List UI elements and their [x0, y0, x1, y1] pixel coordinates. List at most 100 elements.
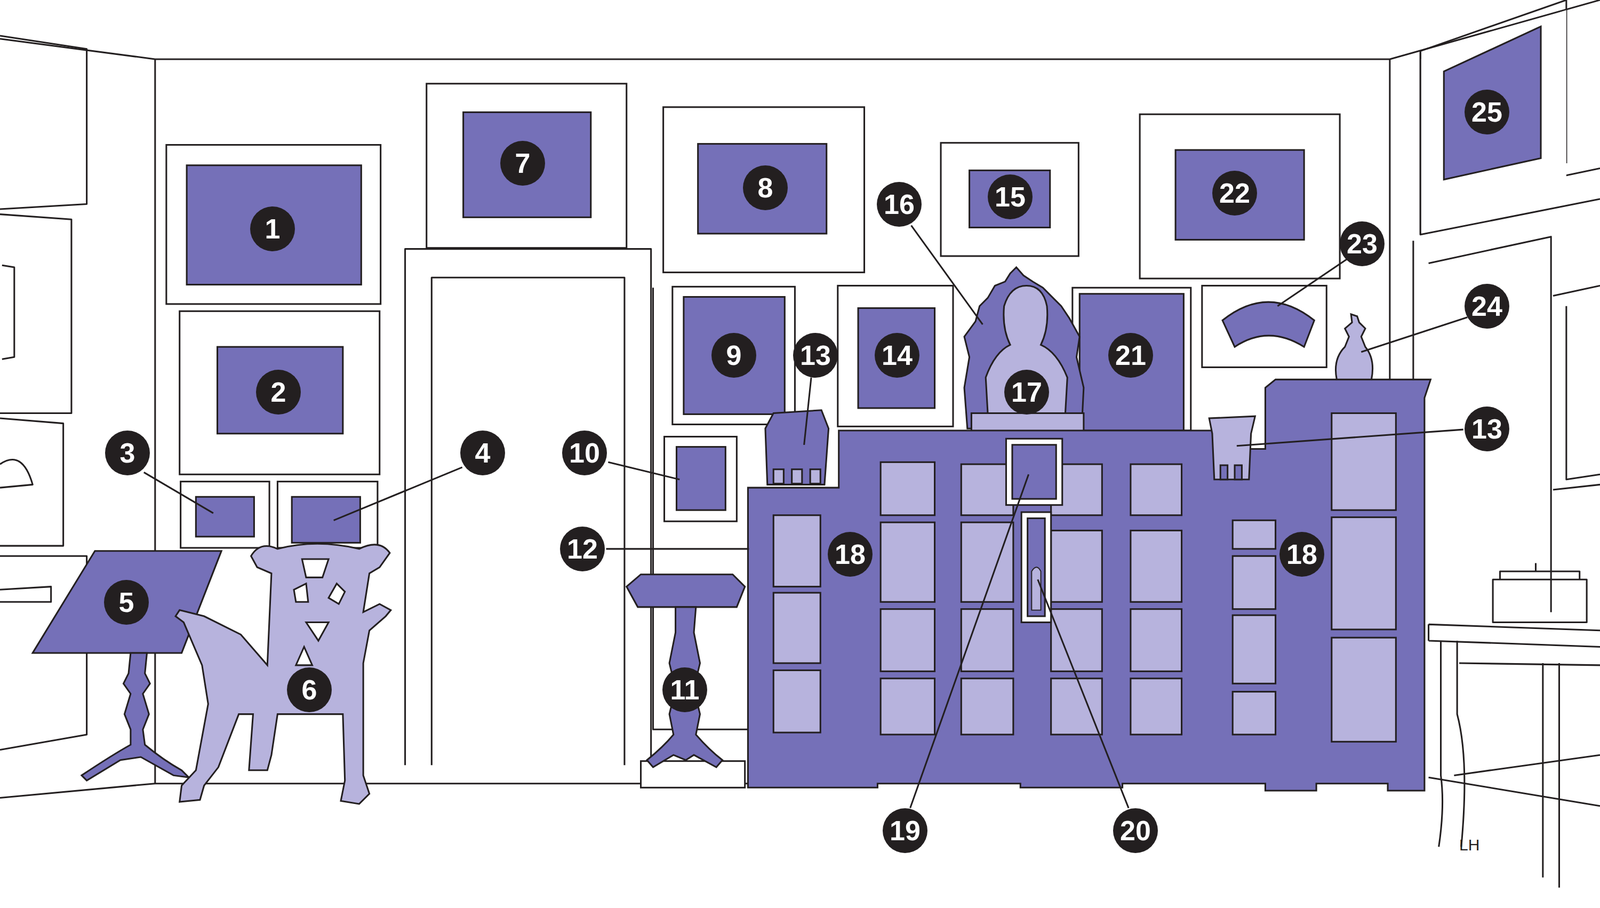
pots-and-vase — [765, 314, 1373, 485]
picture-frames-part — [217, 346, 343, 434]
cabinet-part — [1005, 438, 1062, 505]
room-lines-part — [0, 418, 64, 546]
callout-number: 25 — [1464, 89, 1510, 135]
picture-frames-part — [698, 144, 827, 234]
cabinet-part-part — [1130, 609, 1182, 672]
picture-frames-part — [676, 446, 726, 511]
picture-frames-part — [180, 481, 270, 548]
cabinet-part — [747, 379, 1431, 791]
leader-lines-part — [333, 467, 463, 520]
picture-frames-part — [663, 107, 865, 273]
picture-frames-part — [1175, 149, 1304, 240]
tilt-top-table-part — [81, 652, 189, 781]
callout-number: 5 — [104, 579, 149, 625]
room-lines-part — [1438, 640, 1465, 847]
callout-number: 7 — [500, 140, 546, 186]
room-lines-part — [1453, 662, 1600, 775]
leader-lines-part — [605, 547, 749, 550]
picture-frames-part — [1139, 114, 1340, 279]
room-lines-part — [1428, 236, 1552, 613]
pots-and-vase-part — [773, 469, 784, 484]
callout-number: 13 — [1464, 406, 1510, 452]
chair-part — [293, 583, 309, 602]
leader-lines-part — [1277, 259, 1347, 307]
leader-lines-part — [911, 225, 983, 325]
picture-frames-part — [426, 83, 627, 248]
leader-lines-part — [144, 472, 214, 513]
callout-number: 8 — [742, 165, 788, 211]
chair — [175, 543, 391, 804]
room-lines-part — [0, 0, 1600, 60]
callout-number: 20 — [1113, 808, 1158, 853]
pots-and-vase-part — [1234, 465, 1242, 480]
cabinet-part-part — [1130, 678, 1182, 735]
room-lines — [0, 0, 1600, 888]
chair-part — [296, 646, 313, 665]
cabinet-part-part — [1051, 609, 1103, 672]
cabinet-part-part — [1130, 530, 1182, 602]
leader-lines-part — [1361, 317, 1468, 352]
cabinet-part — [1027, 517, 1046, 616]
picture-frames-part — [672, 286, 796, 424]
callout-number: 4 — [460, 430, 506, 476]
callout-number: 14 — [874, 332, 920, 378]
cabinet-part-part — [880, 609, 935, 672]
cabinet-part-part — [880, 522, 935, 602]
picture-frames-part — [683, 296, 785, 414]
callout-number: 21 — [1108, 332, 1154, 378]
picture-frames-part — [1420, 10, 1567, 233]
room-lines-part — [431, 277, 625, 765]
picture-frames-part — [837, 285, 954, 427]
tilt-top-table — [32, 550, 222, 781]
callout-number: 23 — [1339, 221, 1385, 267]
chair-part — [301, 558, 329, 578]
callout-number: 11 — [662, 667, 708, 712]
pots-and-vase-part — [765, 410, 829, 485]
callout-number: 18 — [827, 531, 873, 577]
chair-part — [328, 583, 346, 604]
room-lines-part — [0, 35, 87, 210]
callout-number: 6 — [286, 667, 332, 712]
room-lines-part — [154, 59, 156, 784]
pots-and-vase-part — [1335, 314, 1373, 380]
cabinet-part — [1031, 566, 1041, 610]
cabinet-part-part — [1051, 678, 1103, 735]
chair-part — [175, 543, 391, 804]
pots-and-vase-part — [810, 469, 821, 484]
room-lines-part — [0, 459, 33, 488]
callout-number: 17 — [1004, 369, 1050, 415]
leader-lines-part — [910, 474, 1029, 808]
artist-signature: LH — [1459, 835, 1480, 854]
callout-number: 15 — [987, 174, 1033, 220]
cabinet-part-part — [1051, 530, 1103, 602]
room-lines-part — [0, 586, 52, 603]
pots-and-vase-part — [1220, 465, 1228, 480]
cabinet-part — [1021, 512, 1051, 623]
cabinet-part-part — [1232, 614, 1276, 684]
picture-frames-part — [858, 308, 935, 408]
room-lines-part — [1542, 662, 1560, 888]
picture-frames-part — [1222, 301, 1315, 347]
picture-frames-part — [291, 496, 360, 543]
callout-number: 22 — [1212, 170, 1258, 216]
room-lines-part — [1553, 484, 1600, 490]
cabinet-part-part — [1331, 413, 1397, 511]
cabinet-part-part — [1232, 520, 1276, 549]
callout-number: 10 — [562, 430, 607, 476]
picture-frames-part — [1079, 293, 1184, 431]
leader-lines — [144, 225, 1468, 808]
bust-and-frame-part — [964, 267, 1084, 429]
picture-frames-part — [277, 481, 378, 548]
stool — [626, 574, 746, 788]
picture-frames-part — [940, 142, 1079, 256]
callout-number: 18 — [1279, 531, 1325, 577]
cabinet-part-part — [773, 669, 821, 733]
cabinet-part-part — [1130, 464, 1182, 516]
callout-number: 13 — [793, 332, 838, 378]
pots-and-vase-part — [792, 469, 803, 484]
callout-number: 24 — [1464, 283, 1510, 329]
callout-number: 2 — [256, 369, 301, 415]
cabinet-part — [1012, 444, 1056, 499]
picture-frames-part — [179, 310, 380, 475]
